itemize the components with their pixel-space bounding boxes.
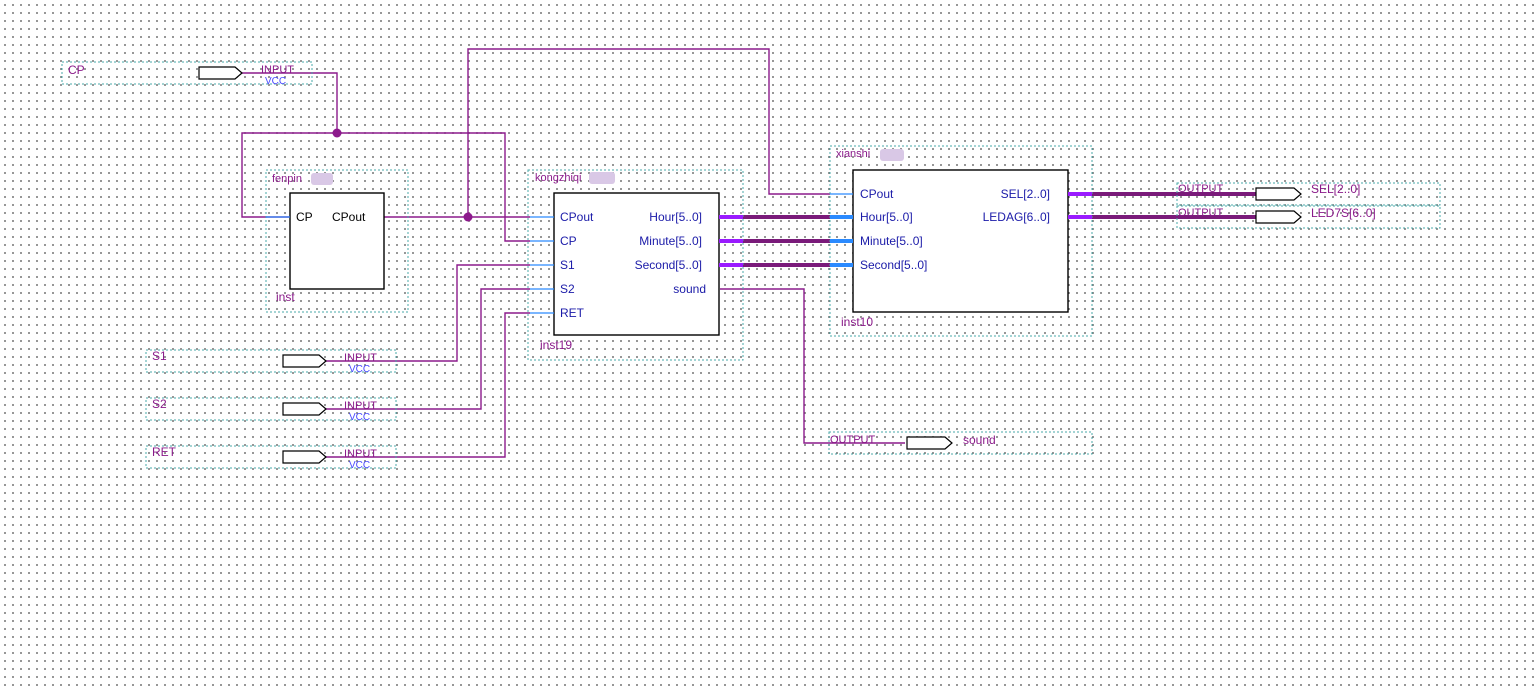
pin-type: OUTPUT [830,434,876,446]
port-ret[interactable]: RET [560,306,585,320]
port-s2[interactable]: S2 [560,282,575,296]
port-cp[interactable]: CP [296,210,313,224]
block-body [553,192,720,336]
block-body [852,169,1069,313]
pin-type: OUTPUT [1178,183,1224,195]
junction-cpout [463,212,473,222]
input-pin-symbol [282,402,327,416]
pin-type: INPUT [344,352,377,364]
block-name-blurred [880,149,904,161]
pin-vcc: VCC [265,76,286,87]
block-name-blurred [589,172,615,184]
output-pin-sound[interactable]: OUTPUT sound [828,431,1093,455]
net-cp-kongzhiqi[interactable] [337,132,530,242]
port-minute[interactable]: Minute[5..0] [860,234,923,248]
block-kongzhiqi[interactable]: kongzhiqi CPout CP S1 S2 RET Hour[5..0] … [527,169,744,361]
net-ret[interactable] [326,312,530,458]
pin-name: S1 [152,349,167,363]
block-fenpin[interactable]: fenpin CP CPout inst [265,169,409,313]
pin-name: SEL[2..0] [1311,182,1360,196]
block-name: kongzhiqi [535,172,581,184]
instance-name: inst10 [841,315,873,329]
input-pin-symbol [198,66,243,80]
net-cp-input[interactable] [242,72,338,133]
pin-vcc: VCC [349,460,370,471]
instance-name: inst19 [540,338,572,352]
input-pin-s1[interactable]: S1 INPUT VCC [145,349,397,375]
port-second[interactable]: Second[5..0] [635,258,702,272]
port-cpout[interactable]: CPout [332,210,366,224]
block-name: xianshi [836,148,870,160]
output-pin-symbol [1255,210,1302,224]
pin-name: CP [68,63,85,77]
pin-type: INPUT [261,64,294,76]
port-cp[interactable]: CP [560,234,577,248]
block-xianshi[interactable]: xianshi CPout Hour[5..0] Minute[5..0] Se… [829,145,1093,337]
output-pin-symbol [1255,187,1302,201]
nets [241,48,1256,458]
pin-name: sound [963,433,996,447]
input-pin-symbol [282,354,327,368]
port-sound[interactable]: sound [673,282,706,296]
net-s2[interactable] [326,288,530,410]
port-cpout[interactable]: CPout [560,210,594,224]
output-pin-sel[interactable]: OUTPUT SEL[2..0] [1176,182,1441,206]
port-minute[interactable]: Minute[5..0] [639,234,702,248]
pin-type: OUTPUT [1178,207,1224,219]
output-pin-symbol [906,436,953,450]
pin-type: INPUT [344,448,377,460]
port-sel[interactable]: SEL[2..0] [1001,187,1050,201]
block-name-blurred [311,173,333,185]
input-pin-s2[interactable]: S2 INPUT VCC [145,397,397,423]
pin-name: LED7S[6..0] [1311,206,1376,220]
output-pin-led[interactable]: OUTPUT LED7S[6..0] [1176,205,1441,229]
pin-type: INPUT [344,400,377,412]
net-cpout-xianshi[interactable] [467,48,830,217]
port-ledag[interactable]: LEDAG[6..0] [983,210,1050,224]
pin-name: S2 [152,397,167,411]
net-sound[interactable] [720,288,905,444]
input-pin-symbol [282,450,327,464]
instance-name: inst [276,290,295,304]
pin-name: RET [152,445,177,459]
pin-vcc: VCC [349,364,370,375]
input-pin-ret[interactable]: RET INPUT VCC [145,445,397,471]
port-hour[interactable]: Hour[5..0] [860,210,913,224]
port-second[interactable]: Second[5..0] [860,258,927,272]
port-s1[interactable]: S1 [560,258,575,272]
pin-vcc: VCC [349,412,370,423]
block-body [289,192,385,290]
port-cpout[interactable]: CPout [860,187,894,201]
net-s1[interactable] [326,264,530,362]
block-name: fenpin [272,173,302,185]
port-hour[interactable]: Hour[5..0] [649,210,702,224]
junction-cp [332,128,342,138]
input-pin-cp[interactable]: CP INPUT VCC [61,61,313,87]
